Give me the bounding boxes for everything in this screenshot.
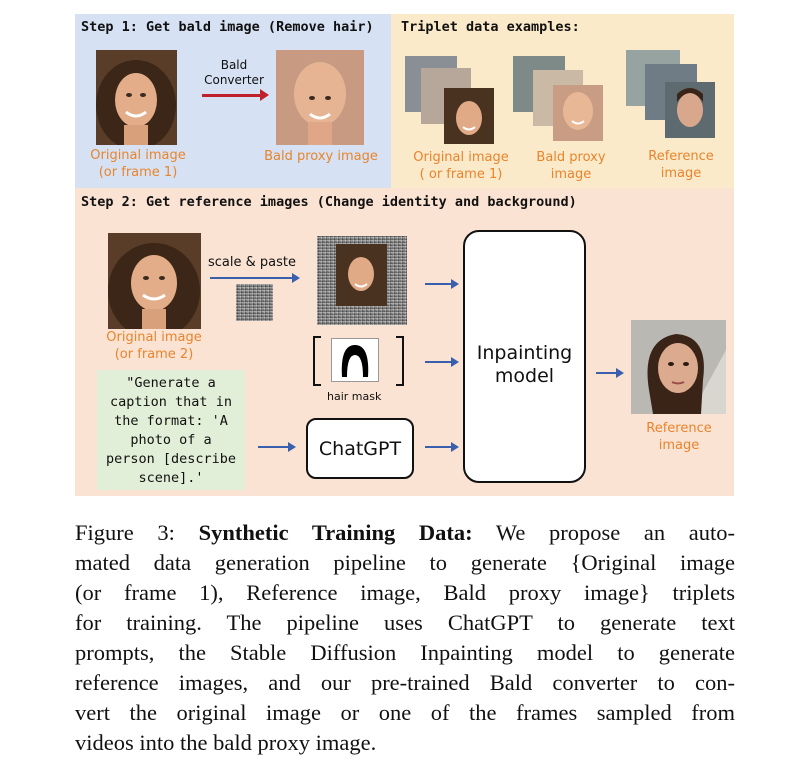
original-label-step1: Original image (or frame 1)	[90, 148, 186, 180]
step2-title: Step 2: Get reference images (Change ide…	[81, 194, 577, 210]
caption-line: for training. The pipeline uses ChatGPT …	[75, 610, 735, 635]
chatgpt-to-inpaint-arrow	[425, 442, 459, 452]
noise-to-inpaint-arrow	[425, 279, 459, 289]
mask-to-inpaint-arrow	[425, 357, 459, 367]
bald-label-step1: Bald proxy image	[264, 149, 378, 164]
triplet-bald-front	[553, 85, 603, 141]
triplet-title: Triplet data examples:	[401, 19, 580, 35]
original-photo-step2	[108, 233, 201, 329]
caption-line: videos into the bald proxy image.	[75, 730, 377, 755]
prompt-to-chatgpt-arrow	[258, 442, 296, 452]
hair-mask-label: hair mask	[327, 390, 382, 403]
inpainting-model-box: Inpainting model	[463, 230, 586, 483]
caption-line: reference images, and our pre-trained Ba…	[75, 670, 735, 695]
scale-paste-arrow	[210, 273, 300, 283]
inpaint-to-reference-arrow	[596, 368, 624, 378]
hair-mask-image	[331, 338, 379, 382]
mask-bracket-left	[313, 336, 321, 386]
triplet-ref-front	[665, 82, 715, 138]
bald-photo-step1	[276, 50, 364, 145]
chatgpt-box: ChatGPT	[306, 418, 414, 479]
scale-paste-label: scale & paste	[208, 255, 296, 270]
triplet-ref-label: Reference image	[648, 149, 714, 181]
caption-line: vert the original image or one of the fr…	[75, 700, 735, 725]
caption-line: Figure 3: Synthetic Training Data: We pr…	[75, 520, 736, 545]
mask-bracket-right	[396, 336, 404, 386]
triplet-orig-front	[444, 88, 494, 144]
triplet-orig-label: Original image ( or frame 1)	[413, 150, 509, 182]
original-label-step2: Original image (or frame 2)	[106, 330, 202, 362]
bald-converter-label: Bald Converter	[204, 58, 264, 87]
noise-patch	[236, 284, 273, 321]
reference-label-step2: Reference image	[646, 421, 712, 453]
triplet-bald-label: Bald proxy image	[536, 150, 606, 182]
reference-output-image	[631, 320, 726, 414]
step1-title: Step 1: Get bald image (Remove hair)	[81, 19, 374, 35]
caption-line: mated data generation pipeline to genera…	[75, 550, 735, 575]
caption-line: prompts, the Stable Diffusion Inpainting…	[75, 640, 735, 665]
red-arrow	[202, 94, 262, 97]
red-arrow-head	[260, 89, 269, 101]
caption-line: (or frame 1), Reference image, Bald prox…	[75, 580, 735, 605]
original-photo-step1	[96, 50, 177, 145]
figure-caption: Figure 3: Synthetic Training Data: We pr…	[75, 518, 735, 758]
pasted-face	[336, 244, 387, 306]
prompt-box: "Generate a caption that in the format: …	[97, 370, 245, 490]
